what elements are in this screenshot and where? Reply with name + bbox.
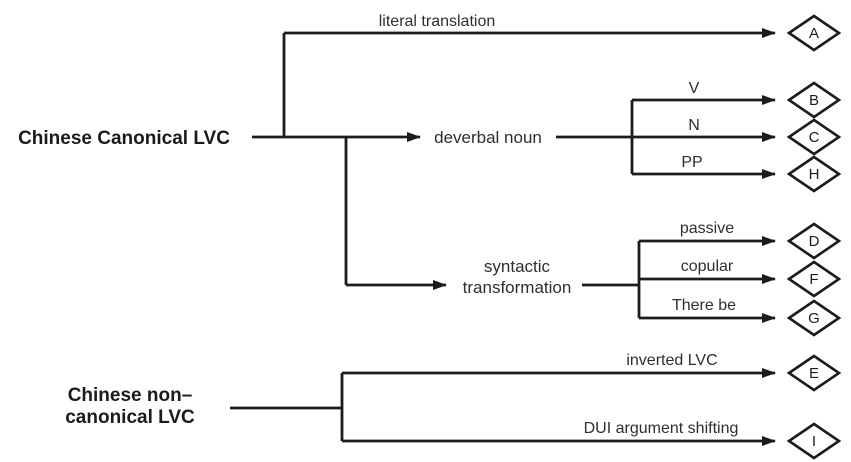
diamond-shape-c bbox=[786, 118, 842, 156]
diamond-shape-h bbox=[786, 155, 842, 193]
terminal-node-f: F bbox=[786, 260, 842, 298]
terminal-node-h: H bbox=[786, 155, 842, 193]
terminal-letter-i: I bbox=[812, 433, 816, 450]
terminal-node-c: C bbox=[786, 118, 842, 156]
node-label-syntactic-line2: transformation bbox=[463, 278, 572, 297]
terminal-node-e: E bbox=[786, 354, 842, 392]
edge-label-literal-translation: literal translation bbox=[379, 13, 496, 30]
edge-label-there-be: There be bbox=[672, 297, 736, 314]
node-label-syntactic-line1: syntactic bbox=[484, 257, 551, 276]
connector-lines-non-canonical bbox=[230, 368, 776, 446]
terminal-letter-h: H bbox=[809, 166, 820, 183]
terminal-letter-g: G bbox=[808, 310, 820, 327]
terminal-letter-a: A bbox=[809, 25, 819, 42]
terminal-letter-b: B bbox=[809, 92, 819, 109]
connector-lines-syntactic bbox=[582, 236, 776, 323]
node-label-deverbal-noun: deverbal noun bbox=[434, 128, 542, 147]
edge-label-inverted-lvc: inverted LVC bbox=[626, 352, 717, 369]
diamond-shape-b bbox=[786, 81, 842, 119]
terminal-node-i: I bbox=[786, 422, 842, 460]
terminal-letter-c: C bbox=[809, 129, 820, 146]
edge-label-copular: copular bbox=[681, 258, 734, 275]
diamond-shape-i bbox=[786, 422, 842, 460]
terminal-node-g: G bbox=[786, 299, 842, 337]
terminal-letter-d: D bbox=[809, 233, 820, 250]
connector-lines-deverbal bbox=[556, 95, 776, 179]
edge-label-pp: PP bbox=[681, 154, 702, 171]
edge-label-n: N bbox=[688, 117, 700, 134]
root-label-canonical-lvc: Chinese Canonical LVC bbox=[18, 128, 230, 149]
terminal-node-b: B bbox=[786, 81, 842, 119]
edge-label-dui-argument-shifting: DUI argument shifting bbox=[584, 420, 739, 437]
terminal-letter-f: F bbox=[809, 271, 818, 288]
connector-lines-canonical bbox=[252, 28, 776, 290]
terminal-node-a: A bbox=[786, 14, 842, 52]
root-label-non-canonical-line1: Chinese non– bbox=[68, 385, 193, 406]
terminal-node-d: D bbox=[786, 222, 842, 260]
diamond-shape-f bbox=[786, 260, 842, 298]
root-label-non-canonical-line2: canonical LVC bbox=[65, 407, 195, 428]
diamond-shape-a bbox=[786, 14, 842, 52]
edge-label-passive: passive bbox=[680, 220, 734, 237]
diamond-shape-d bbox=[786, 222, 842, 260]
terminal-letter-e: E bbox=[809, 365, 819, 382]
diamond-shape-e bbox=[786, 354, 842, 392]
edge-label-v: V bbox=[689, 80, 700, 97]
diamond-shape-g bbox=[786, 299, 842, 337]
